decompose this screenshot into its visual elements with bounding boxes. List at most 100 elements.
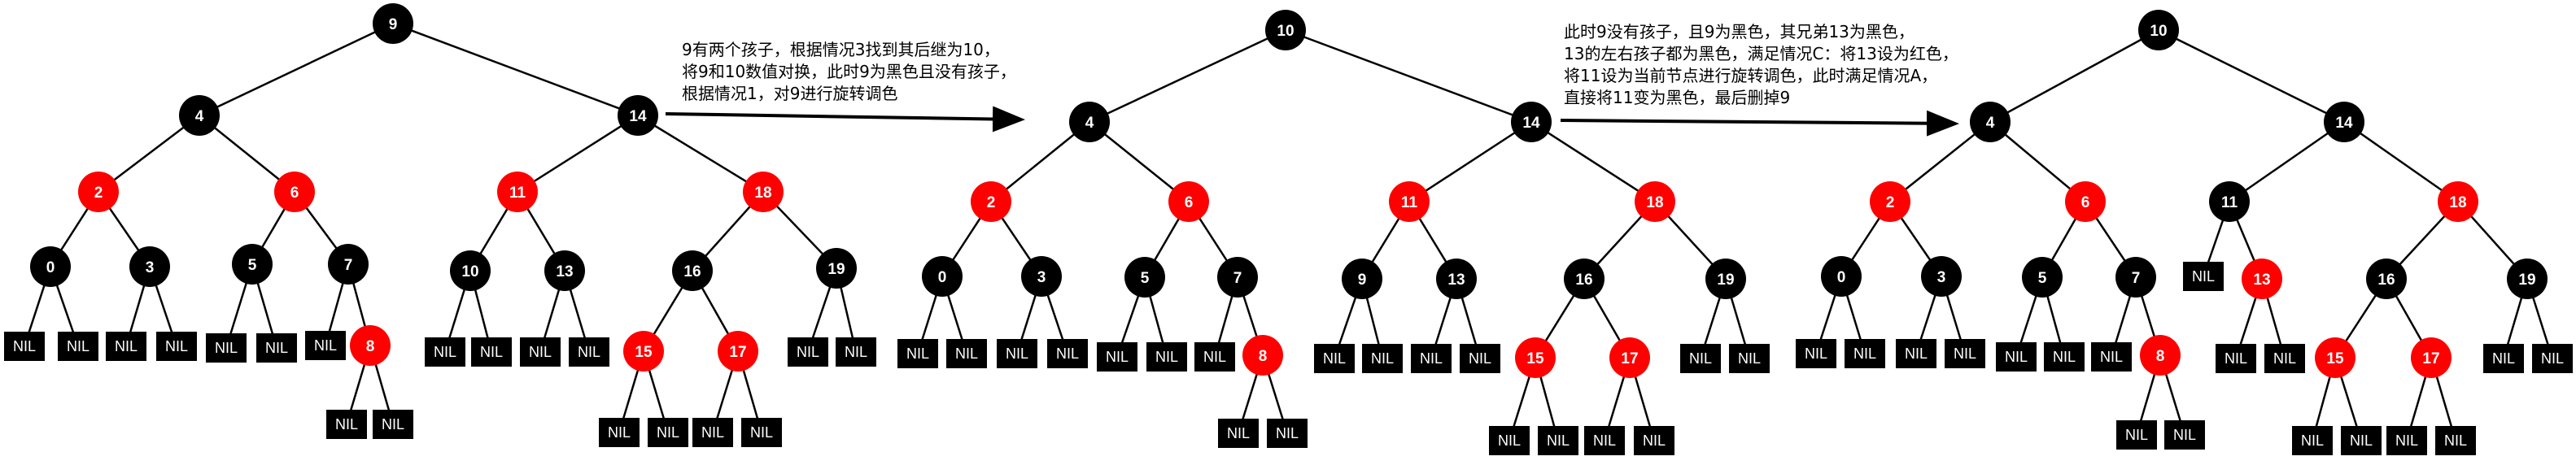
tree-node-13: 13 <box>2242 259 2282 299</box>
nil-leaf: NIL <box>2341 426 2382 455</box>
tree-node-0: 0 <box>922 256 963 297</box>
explanation-note-1: 9有两个孩子，根据情况3找到其后继为10， 将9和10数值对换，此时9为黑色且没… <box>682 39 1016 105</box>
nil-label: NIL <box>2192 268 2215 285</box>
nil-box <box>2183 262 2224 291</box>
nil-leaf: NIL <box>599 418 640 447</box>
node-label: 9 <box>389 16 398 33</box>
nil-label: NIL <box>1954 345 1976 362</box>
nil-leaf: NIL <box>2264 344 2305 373</box>
tree-node-11: 11 <box>2209 181 2250 222</box>
node-label: 8 <box>2156 348 2165 365</box>
nil-box <box>1680 344 1721 373</box>
node-circle <box>1921 256 1962 297</box>
tree-node-3: 3 <box>1021 256 1062 297</box>
node-circle <box>1705 259 1746 299</box>
tree-node-16: 16 <box>2366 259 2407 299</box>
nil-label: NIL <box>2173 427 2196 443</box>
nil-leaf: NIL <box>305 331 346 360</box>
nil-label: NIL <box>1738 350 1761 367</box>
node-circle <box>179 95 220 136</box>
node-circle <box>2324 102 2364 142</box>
tree-node-9: 9 <box>1342 259 1382 299</box>
node-circle <box>450 250 491 291</box>
tree-edge <box>2343 120 2459 203</box>
nil-box <box>2164 420 2205 450</box>
tree-node-3: 3 <box>1921 256 1962 297</box>
nil-box <box>1460 344 1500 373</box>
tree-node-14: 14 <box>1511 102 1552 142</box>
tree-node-19: 19 <box>1705 259 1746 299</box>
nil-label: NIL <box>265 340 288 356</box>
nil-label: NIL <box>2492 350 2515 367</box>
tree-node-7: 7 <box>2115 257 2156 298</box>
node-label: 9 <box>1358 272 1367 289</box>
tree-node-18: 18 <box>1635 181 1675 222</box>
nil-label: NIL <box>1276 425 1299 441</box>
node-circle <box>2507 259 2548 299</box>
nil-label: NIL <box>314 337 337 354</box>
nil-label: NIL <box>797 344 819 360</box>
nil-box <box>1194 342 1235 372</box>
nil-label: NIL <box>2301 432 2324 449</box>
nil-leaf: NIL <box>1680 344 1721 373</box>
note-line: 13的左右孩子都为黑色，满足情况C：将13设为红色， <box>1564 44 1958 63</box>
node-circle <box>2242 259 2282 299</box>
step-arrow-2 <box>1560 110 1959 137</box>
node-label: 7 <box>344 257 353 274</box>
nil-label: NIL <box>2100 349 2123 365</box>
node-label: 15 <box>635 344 653 361</box>
node-label: 10 <box>1277 23 1294 40</box>
node-label: 6 <box>1185 194 1194 211</box>
tree-node-18: 18 <box>743 172 784 212</box>
nil-box <box>1996 342 2037 372</box>
node-label: 2 <box>1886 194 1895 211</box>
nil-leaf: NIL <box>4 332 45 361</box>
nil-leaf: NIL <box>788 337 828 367</box>
nil-label: NIL <box>845 344 867 360</box>
nil-box <box>2044 342 2085 372</box>
nil-box <box>2341 426 2382 455</box>
tree-node-16: 16 <box>1564 259 1605 299</box>
tree-edge <box>1089 28 1286 124</box>
note-line: 根据情况1，对9进行旋转调色 <box>682 84 898 103</box>
nil-leaf: NIL <box>1047 339 1088 368</box>
nil-box <box>1218 419 1259 448</box>
node-circle <box>1609 337 1650 378</box>
nil-leaf: NIL <box>1896 339 1936 368</box>
tree-node-17: 17 <box>718 331 758 372</box>
nil-box <box>58 332 98 361</box>
node-circle <box>718 331 758 372</box>
nil-leaf: NIL <box>2183 262 2224 291</box>
tree-node-8: 8 <box>350 325 391 366</box>
node-circle <box>1564 259 1605 299</box>
node-label: 13 <box>1447 272 1465 289</box>
nil-leaf: NIL <box>2386 426 2427 455</box>
tree-node-11: 11 <box>497 172 538 212</box>
nil-box <box>1796 339 1836 368</box>
nil-label: NIL <box>2053 349 2076 365</box>
nil-label: NIL <box>955 345 978 362</box>
node-circle <box>672 250 713 291</box>
node-label: 19 <box>2518 272 2535 289</box>
tree-node-2: 2 <box>1870 181 1910 222</box>
nil-label: NIL <box>434 344 456 360</box>
nil-leaf: NIL <box>2435 426 2476 455</box>
tree-edge <box>392 22 639 117</box>
nil-label: NIL <box>701 424 724 441</box>
node-circle <box>232 244 273 285</box>
nil-box <box>2116 420 2157 450</box>
nil-label: NIL <box>1203 349 1226 365</box>
node-circle <box>1821 256 1862 297</box>
nil-label: NIL <box>335 416 358 432</box>
node-label: 0 <box>46 259 55 276</box>
nil-leaf: NIL <box>1362 344 1403 373</box>
node-circle <box>2315 337 2356 378</box>
nil-box <box>2435 426 2476 455</box>
node-circle <box>922 256 963 297</box>
node-label: 16 <box>2377 272 2395 289</box>
nil-leaf: NIL <box>569 337 609 367</box>
node-label: 19 <box>1717 272 1734 289</box>
node-circle <box>2140 335 2181 376</box>
nil-label: NIL <box>2225 350 2247 367</box>
nil-leaf: NIL <box>2216 344 2256 373</box>
